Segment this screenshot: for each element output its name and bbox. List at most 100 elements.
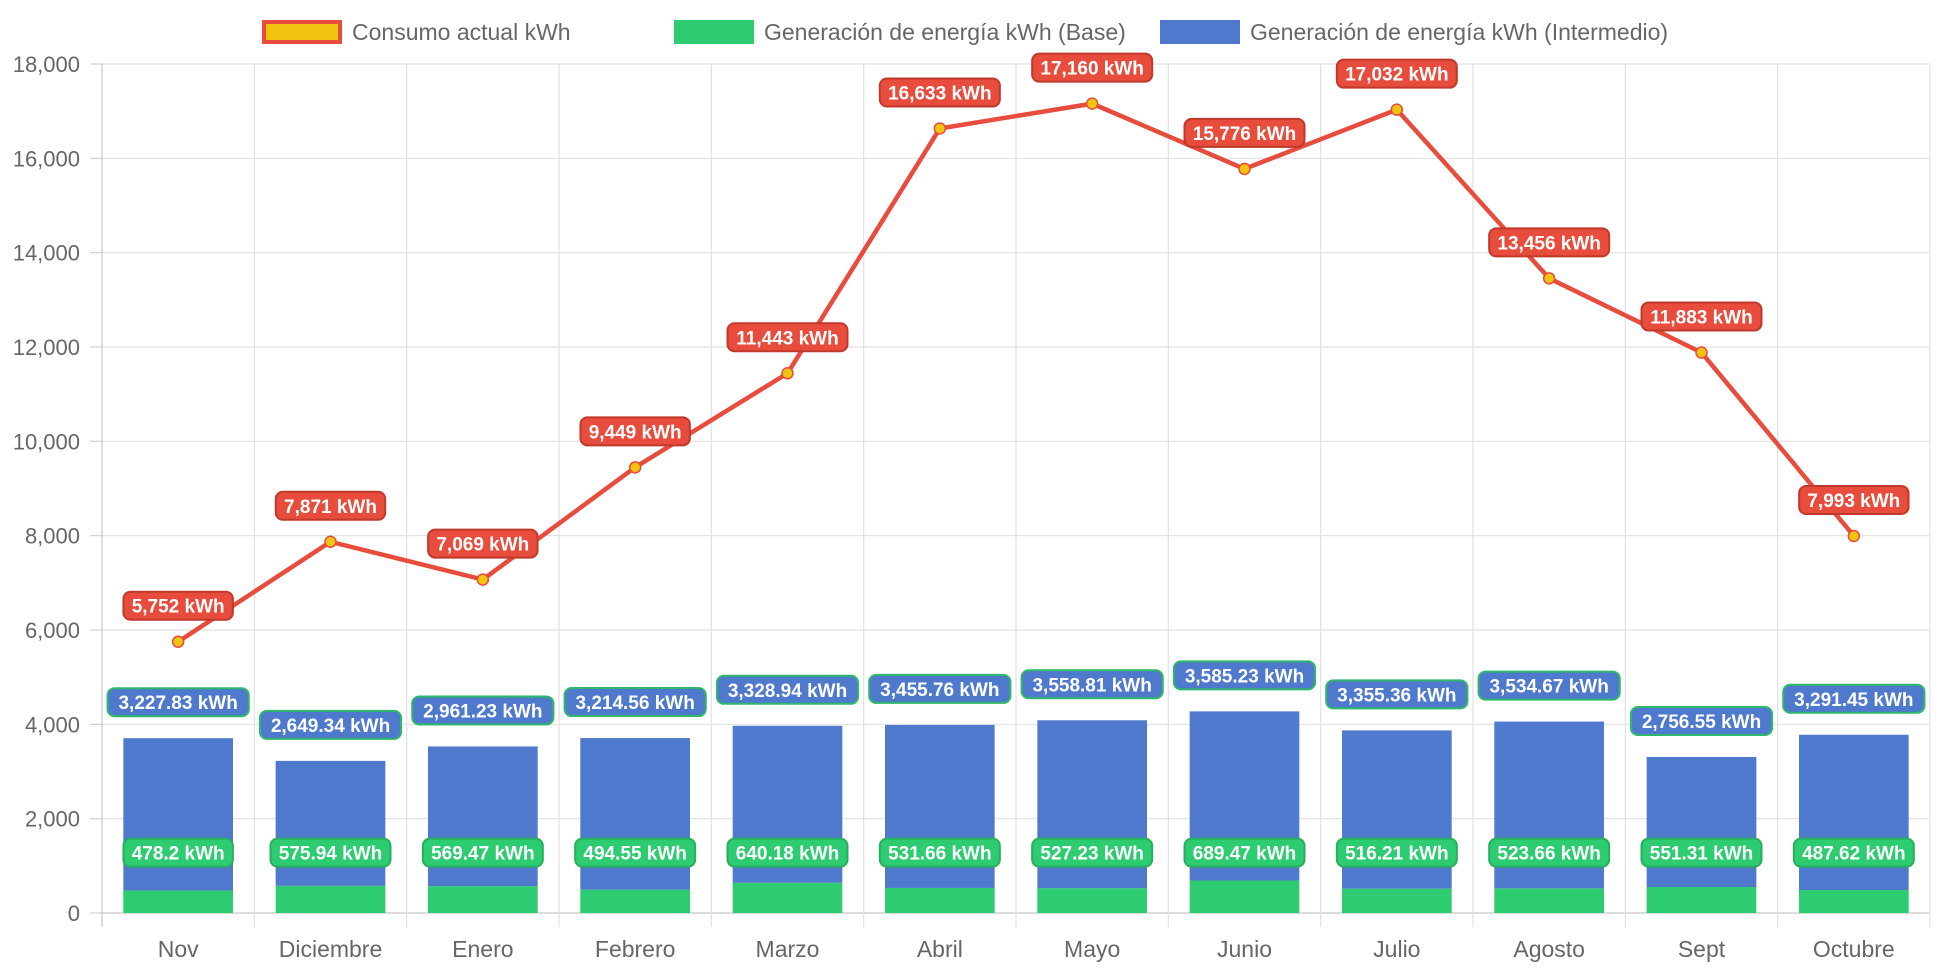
label-base-text: 575.94 kWh (279, 844, 383, 865)
label-intermedio-text: 2,756.55 kWh (1642, 712, 1761, 733)
label-consumo-text: 7,993 kWh (1807, 491, 1900, 512)
label-consumo-bg (1183, 117, 1306, 148)
label-base-text: 487.62 kWh (1802, 844, 1906, 865)
label-base: 478.2 kWh (122, 837, 234, 868)
line-point[interactable] (1542, 272, 1556, 285)
label-base-bg (1335, 837, 1458, 868)
label-intermedio-bg (1629, 705, 1774, 736)
legend-label: Generación de energía kWh (Intermedio) (1250, 19, 1668, 45)
bar-base[interactable] (1798, 890, 1909, 913)
label-base-bg (1031, 837, 1154, 868)
line-point[interactable] (781, 367, 794, 380)
label-intermedio: 3,534.67 kWh (1477, 670, 1621, 701)
y-axis: 02,0004,0006,0008,00010,00012,00014,0001… (13, 52, 80, 926)
label-base-text: 494.55 kWh (583, 844, 687, 865)
legend-item-base[interactable]: Generación de energía kWh (Base) (674, 19, 1126, 45)
x-tick-label: Enero (452, 936, 513, 962)
bar-base[interactable] (1646, 886, 1757, 913)
line-point[interactable] (933, 122, 947, 135)
label-consumo-bg (1488, 227, 1611, 258)
label-base-text: 640.18 kWh (736, 844, 840, 865)
legend-item-consumo[interactable]: Consumo actual kWh (262, 19, 571, 45)
label-consumo: 11,443 kWh (726, 322, 849, 353)
bar-base[interactable] (275, 885, 386, 913)
x-tick-label: Sept (1678, 936, 1726, 962)
legend-label: Consumo actual kWh (352, 19, 571, 45)
label-intermedio-text: 3,227.83 kWh (118, 693, 237, 714)
y-tick-label: 0 (68, 901, 80, 926)
label-intermedio-text: 3,291.45 kWh (1794, 690, 1913, 711)
label-base-text: 527.23 kWh (1040, 844, 1144, 865)
label-intermedio-bg (715, 674, 860, 705)
label-consumo-text: 15,776 kWh (1193, 124, 1297, 145)
bar-base[interactable] (1189, 880, 1300, 913)
label-intermedio-bg (1172, 660, 1317, 691)
label-intermedio-text: 3,355.36 kWh (1337, 685, 1456, 706)
label-consumo-bg (1335, 58, 1458, 89)
line-point[interactable] (324, 535, 337, 549)
line-point[interactable] (1847, 529, 1861, 543)
y-tick-label: 14,000 (13, 241, 80, 266)
label-consumo: 5,752 kWh (122, 590, 234, 621)
label-base-bg (878, 837, 1001, 868)
legend[interactable]: Consumo actual kWh Generación de energía … (262, 19, 1668, 45)
label-base: 569.47 kWh (421, 837, 544, 868)
bar-base[interactable] (1494, 888, 1605, 913)
line-point[interactable] (1238, 162, 1251, 176)
label-consumo-bg (1798, 484, 1910, 515)
label-base: 640.18 kWh (726, 837, 849, 868)
line-point[interactable] (1390, 103, 1404, 116)
bar-base[interactable] (1037, 888, 1148, 913)
label-consumo-bg (274, 490, 387, 521)
x-tick-label: Abril (917, 936, 963, 962)
x-tick-label: Agosto (1513, 936, 1585, 962)
x-tick-label: Julio (1373, 936, 1420, 962)
label-base-text: 569.47 kWh (431, 844, 535, 865)
label-base-bg (1488, 837, 1611, 868)
label-consumo: 13,456 kWh (1488, 227, 1611, 258)
label-intermedio: 3,355.36 kWh (1325, 679, 1469, 710)
bar-base[interactable] (123, 890, 234, 913)
label-consumo-bg (1640, 301, 1763, 332)
label-consumo-text: 11,883 kWh (1650, 308, 1752, 329)
line-point[interactable] (1085, 97, 1099, 110)
label-base-text: 551.31 kWh (1650, 844, 1754, 865)
line-point[interactable] (1695, 346, 1708, 359)
label-intermedio: 3,291.45 kWh (1782, 683, 1926, 714)
label-consumo-text: 17,032 kWh (1345, 65, 1449, 86)
bar-base[interactable] (427, 886, 538, 913)
y-tick-label: 6,000 (25, 618, 80, 643)
y-tick-label: 2,000 (25, 807, 80, 832)
label-consumo: 17,160 kWh (1031, 52, 1154, 83)
bar-base[interactable] (732, 882, 843, 913)
label-base: 523.66 kWh (1488, 837, 1611, 868)
x-tick-label: Diciembre (279, 936, 383, 962)
line-point[interactable] (476, 573, 490, 586)
x-tick-label: Febrero (595, 936, 676, 962)
label-intermedio-text: 3,455.76 kWh (880, 680, 999, 701)
label-consumo-text: 7,069 kWh (436, 535, 529, 556)
legend-label: Generación de energía kWh (Base) (764, 19, 1126, 45)
label-intermedio: 3,227.83 kWh (106, 687, 250, 718)
x-tick-label: Junio (1217, 936, 1272, 962)
label-consumo: 17,032 kWh (1335, 58, 1458, 89)
bar-base[interactable] (884, 887, 995, 913)
label-base: 487.62 kWh (1792, 837, 1915, 868)
label-consumo-text: 11,443 kWh (736, 328, 838, 349)
legend-swatch (1160, 20, 1240, 44)
label-consumo-bg (427, 528, 539, 559)
label-base-text: 516.21 kWh (1345, 844, 1449, 865)
label-consumo-bg (878, 77, 1001, 108)
bar-base[interactable] (580, 889, 691, 913)
line-point[interactable] (628, 461, 642, 474)
label-base-bg (574, 837, 697, 868)
line-point[interactable] (171, 635, 185, 648)
legend-item-intermedio[interactable]: Generación de energía kWh (Intermedio) (1160, 19, 1668, 45)
label-base-bg (1183, 837, 1306, 868)
label-consumo-text: 16,633 kWh (888, 83, 992, 104)
label-intermedio-bg (1782, 683, 1926, 714)
bar-base[interactable] (1341, 888, 1452, 913)
y-tick-label: 18,000 (13, 52, 80, 77)
